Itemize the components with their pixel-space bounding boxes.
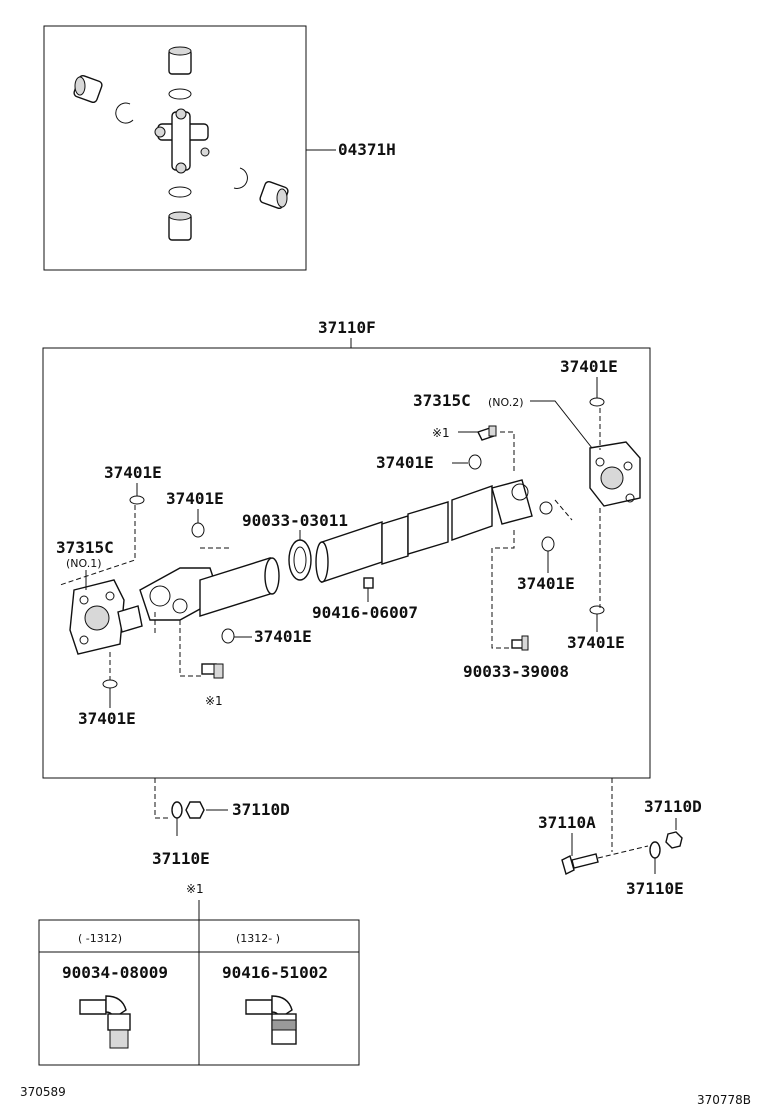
label-snap-ring-6: 37401E — [567, 633, 625, 652]
snap-ring-7 — [221, 628, 235, 644]
kit-box — [43, 25, 307, 271]
label-nut-right: 37110D — [644, 797, 702, 816]
label-yoke-no2: 37315C — [413, 391, 471, 410]
universal-joint-kit-group: 04371H — [43, 25, 396, 271]
table-col1-header: ( -1312) — [78, 932, 122, 945]
snap-ring-left — [115, 102, 134, 124]
shaft-box — [42, 347, 651, 779]
label-yoke-no1: 37315C — [56, 538, 114, 557]
label-bolt-b: 90033-39008 — [463, 662, 569, 681]
snap-ring-top — [168, 88, 192, 100]
bolt-rear — [511, 635, 529, 651]
loose-parts-group: 37110D 37110E 37110D 37110A 37110E — [152, 778, 702, 898]
nut-right — [665, 831, 683, 849]
label-washer-left: 37110E — [152, 849, 210, 868]
label-snap-ring-1: 37401E — [560, 357, 618, 376]
grease-fitting-rear — [477, 425, 497, 441]
propeller-shaft-group: 37110F — [42, 318, 651, 779]
snap-ring-2 — [468, 454, 482, 470]
center-tube — [315, 501, 449, 583]
bolt-37110a — [561, 853, 599, 876]
seal-ring — [288, 539, 312, 581]
grease-fitting-elbow-2 — [245, 995, 297, 1045]
table-col1-part: 90034-08009 — [62, 963, 168, 982]
label-snap-ring-5: 37401E — [517, 574, 575, 593]
label-bolt-a: 90033-03011 — [242, 511, 348, 530]
snap-ring-4 — [191, 522, 205, 538]
footer-right-code: 370778B — [697, 1093, 751, 1107]
bearing-cup-top — [168, 46, 192, 75]
grease-fitting-front — [201, 663, 224, 679]
label-snap-ring-2: 37401E — [376, 453, 434, 472]
washer-right — [649, 841, 661, 859]
table-col2-part: 90416-51002 — [222, 963, 328, 982]
snap-ring-8 — [102, 679, 118, 689]
label-snap-ring-4: 37401E — [166, 489, 224, 508]
label-yoke-no1-note: (NO.1) — [66, 557, 102, 570]
label-snap-ring-3: 37401E — [104, 463, 162, 482]
grease-fitting-elbow-1 — [79, 995, 131, 1049]
bearing-cup-left — [73, 74, 103, 104]
label-snap-ring-7: 37401E — [254, 627, 312, 646]
rear-tube — [451, 479, 553, 541]
label-nut-left: 37110D — [232, 800, 290, 819]
snap-ring-right — [233, 167, 248, 189]
snap-ring-6 — [589, 605, 605, 615]
label-ref-mark-front: ※1 — [205, 694, 223, 708]
label-nipple-a: 90416-06007 — [312, 603, 418, 622]
nut-left — [185, 801, 205, 819]
grease-fitting-center — [363, 577, 374, 589]
snap-ring-3 — [129, 495, 145, 505]
flange-yoke-no2 — [589, 441, 641, 507]
label-washer-right: 37110E — [626, 879, 684, 898]
spider-cross — [154, 108, 210, 174]
label-yoke-no2-note: (NO.2) — [488, 396, 524, 409]
bearing-cup-right — [259, 180, 289, 210]
label-ref-mark-rear: ※1 — [432, 426, 450, 440]
front-tube — [199, 557, 280, 617]
label-kit: 04371H — [338, 140, 396, 159]
table-col2-header: (1312- ) — [236, 932, 280, 945]
snap-ring-5 — [541, 536, 555, 552]
bearing-cup-bottom — [168, 211, 192, 241]
label-ref-mark-table: ※1 — [186, 882, 204, 896]
washer-left — [171, 801, 183, 819]
flange-yoke-no1 — [69, 579, 143, 655]
reference-table-group: ※1 ( -1312) (1312- ) 90034-08009 90416-5… — [38, 882, 360, 1066]
snap-ring-bottom — [168, 186, 192, 198]
label-shaft: 37110F — [318, 318, 376, 337]
label-snap-ring-8: 37401E — [78, 709, 136, 728]
footer-left-code: 370589 — [20, 1085, 66, 1099]
snap-ring-1 — [589, 397, 605, 407]
label-bolt: 37110A — [538, 813, 596, 832]
